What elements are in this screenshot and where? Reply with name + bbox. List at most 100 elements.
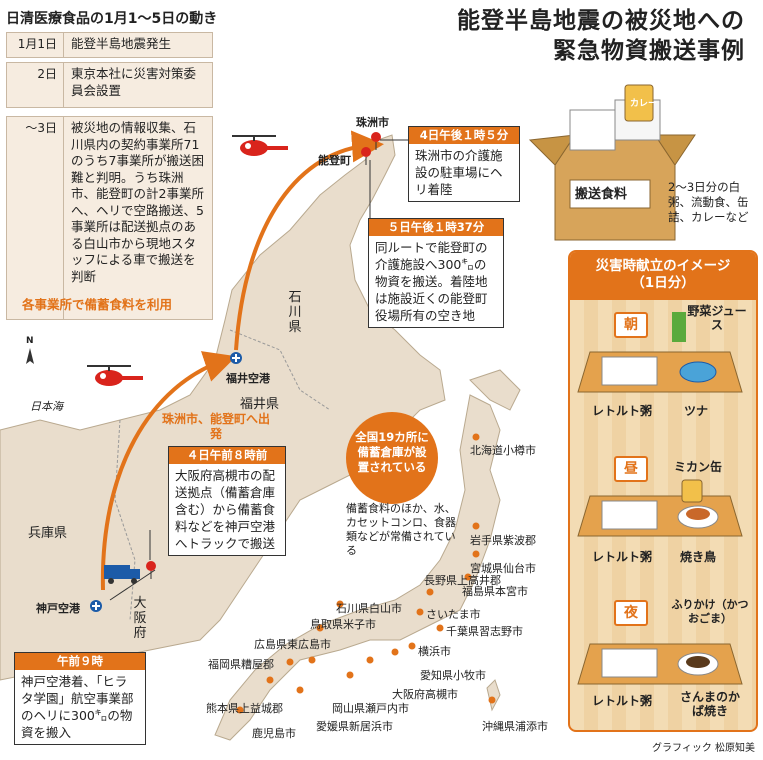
meal-extra: ふりかけ（かつおごま） [671,598,749,625]
label-fukui: 福井県 [240,397,280,412]
depot-label: さいたま市 [426,608,481,621]
depot-label: 愛媛県新居浜市 [316,720,393,733]
title-line-1: 能登半島地震の被災地への [457,8,745,34]
callout-osaka: ４日午前８時前 大阪府高槻市の配送拠点（備蓄倉庫含む）から備蓄食料などを神戸空港… [168,446,286,556]
meal-tag-breakfast: 朝 [614,312,648,338]
depot-dot [308,656,316,664]
depot-dot [266,676,274,684]
graphic-credit: グラフィック 松原知美 [652,743,755,754]
truck-icon [104,565,140,584]
timeline-entry: 1月1日 能登半島地震発生 [6,32,213,58]
tray-breakfast [577,312,743,393]
depot-label: 岩手県紫波郡 [470,534,536,547]
timeline-text: 能登半島地震発生 [71,36,172,51]
callout-time: 午前９時 [15,653,145,670]
hokkaido-land [469,369,521,411]
helicopter-route-fukui-suzu [234,130,384,351]
depot-dot [436,624,444,632]
depot-note: 備蓄食料のほか、水、カセットコンロ、食器類などが常備されている [346,502,456,557]
supply-can-label: カレー [630,99,658,109]
depot-label: 石川県白山市 [336,602,402,615]
meal-item: レトルト粥 [592,404,653,418]
timeline-date: 2日 [7,63,64,107]
depot-label: 鹿児島市 [252,727,296,740]
depot-dot [391,648,399,656]
depot-dot [488,696,496,704]
depot-dots [236,433,496,714]
callout-text: 大阪府高槻市の配送拠点（備蓄倉庫含む）から備蓄食料などを神戸空港へトラックで搬送 [175,468,276,551]
depot-label: 大阪府高槻市 [392,688,458,701]
callout-time: ４日午前８時前 [169,447,285,464]
prefecture-border [114,419,136,621]
menu-panel-heading: 災害時献立のイメージ （1日分） [570,252,756,300]
meal-item: さんまのかば焼き [680,690,741,718]
meal-item: 焼き鳥 [680,550,717,564]
airport-icon [90,600,102,612]
depot-dot [296,686,304,694]
menu-panel: 災害時献立のイメージ （1日分） 朝 野菜ジュース レトルト粥 ツナ 昼 ミカン… [568,250,758,732]
depot-label: 福岡県糟屋郡 [208,658,274,671]
meal-extra: 野菜ジュース [687,304,747,332]
meal-tag-lunch: 昼 [614,456,648,482]
depot-label: 福島県本宮市 [462,585,528,598]
timeline-heading: 日清医療食品の1月1～5日の動き [6,11,218,27]
label-noto: 能登町 [318,154,351,167]
depot-dot [464,573,472,581]
depot-dot [336,600,344,608]
title-line-2: 緊急物資搬送事例 [553,38,745,64]
meal-extra: ミカン缶 [674,460,723,474]
timeline-date: 1月1日 [7,33,64,57]
menu-heading-line-1: 災害時献立のイメージ [595,258,731,274]
depot-label: 千葉県習志野市 [446,625,523,638]
location-pin-icon [371,132,381,150]
callout-text: 珠洲市の介護施設の駐車場にヘリ着陸 [415,148,503,197]
location-pin-icon [361,147,371,165]
callout-time: ５日午後１時37分 [369,219,503,236]
label-suzu: 珠洲市 [356,116,389,129]
depot-dot [286,658,294,666]
depot-label: 広島県東広島市 [254,638,331,651]
callout-suzu: 4日午後１時５分 珠洲市の介護施設の駐車場にヘリ着陸 [408,126,520,202]
meal-tag-dinner: 夜 [614,600,648,626]
honshu-west-land [0,134,446,681]
page-title: 能登半島地震の被災地への 緊急物資搬送事例 [457,6,745,66]
timeline-text: 東京本社に災害対策委員会設置 [71,66,197,98]
depot-dot [472,433,480,441]
depot-badge-circle [346,412,438,504]
timeline-text: 被災地の情報収集、石川県内の契約事業所71のうち7事業所が搬送困難と判明。うち珠… [71,120,204,284]
timeline-entry: 2日 東京本社に災害対策委員会設置 [6,62,213,108]
depot-label: 長野県上高井郡 [424,574,501,587]
depot-label: 沖縄県浦添市 [482,720,548,733]
helicopter-icon [232,135,288,156]
route-label: 珠洲市、能登町へ出発 [161,412,270,441]
callout-text: 神戸空港着、「ヒラタ学園」航空事業部のヘリに300㌔の物資を搬入 [21,674,134,740]
truck-route [109,569,156,601]
timeline-entry: ～3日 被災地の情報収集、石川県内の契約事業所71のうち7事業所が搬送困難と判明… [6,116,213,320]
north-arrow-icon [26,348,34,364]
meal-item: レトルト粥 [592,550,653,564]
depot-dot [236,706,244,714]
helicopter-route-kobe-fukui [100,351,237,591]
depot-dot [408,642,416,650]
prefecture-border [229,329,331,411]
depot-badge-text: 全国19カ所に備蓄倉庫が設置されている [355,430,429,474]
supply-box-label: 搬送食料 [575,187,628,202]
location-pin-icon [146,561,156,579]
label-kobe-airport: 神戸空港 [36,602,80,615]
label-north: N [26,336,34,346]
depot-dot [416,608,424,616]
menu-trays [577,312,743,685]
meal-item: レトルト粥 [592,694,653,708]
depot-label: 宮城県仙台市 [470,562,536,575]
depot-label: 熊本県上益城郡 [206,702,283,715]
depot-label: 鳥取県米子市 [310,618,376,631]
depot-label: 北海道小樽市 [470,444,536,457]
callout-noto: ５日午後１時37分 同ルートで能登町の介護施設へ300㌔の物資を搬送。着陸地は施… [368,218,504,328]
label-fukui-airport: 福井空港 [226,372,270,385]
japan-overview-land [214,394,501,741]
depot-dot [346,671,354,679]
label-ishikawa: 石川県 [288,290,302,335]
depot-label: 横浜市 [418,645,451,658]
callout-time: 4日午後１時５分 [409,127,519,144]
